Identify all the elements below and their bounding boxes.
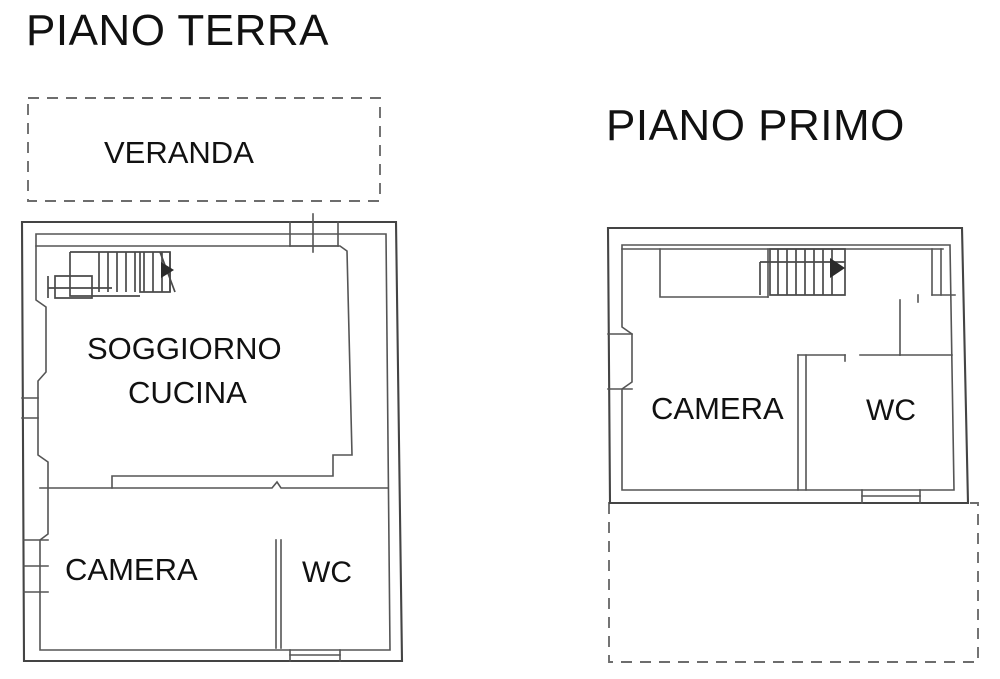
first-left-windows [607, 333, 633, 390]
room-label-veranda: VERANDA [104, 135, 254, 170]
ground-horizontal-partition [39, 480, 389, 489]
first-right-window [917, 248, 956, 303]
first-staircase [759, 248, 846, 296]
room-label-soggiorno: SOGGIORNO [87, 331, 282, 366]
first-wc-bottom-opening [861, 489, 921, 504]
first-wc-upper-wall [859, 299, 953, 356]
room-label-wc-first: WC [866, 394, 916, 427]
ground-floor-title: PIANO TERRA [26, 6, 329, 55]
first-camera-wc-partition [797, 354, 846, 491]
ground-left-windows [21, 397, 49, 593]
ground-wc-partition [275, 539, 282, 649]
first-outer-wall [606, 226, 970, 505]
room-label-cucina: CUCINA [128, 375, 247, 410]
ground-wc-bottom-opening [289, 649, 341, 662]
room-label-camera-first: CAMERA [651, 391, 784, 426]
ground-outer-wall [20, 220, 404, 663]
ground-staircase [47, 251, 176, 299]
first-stair-hall-partition [621, 248, 944, 298]
room-label-wc-ground: WC [302, 556, 352, 589]
ground-entrance-opening [289, 213, 339, 253]
terrace-outline [608, 502, 979, 663]
first-inner-wall [621, 244, 955, 491]
room-label-camera-ground: CAMERA [65, 552, 198, 587]
soggiorno-partition [35, 245, 353, 489]
first-floor-title: PIANO PRIMO [606, 101, 905, 150]
